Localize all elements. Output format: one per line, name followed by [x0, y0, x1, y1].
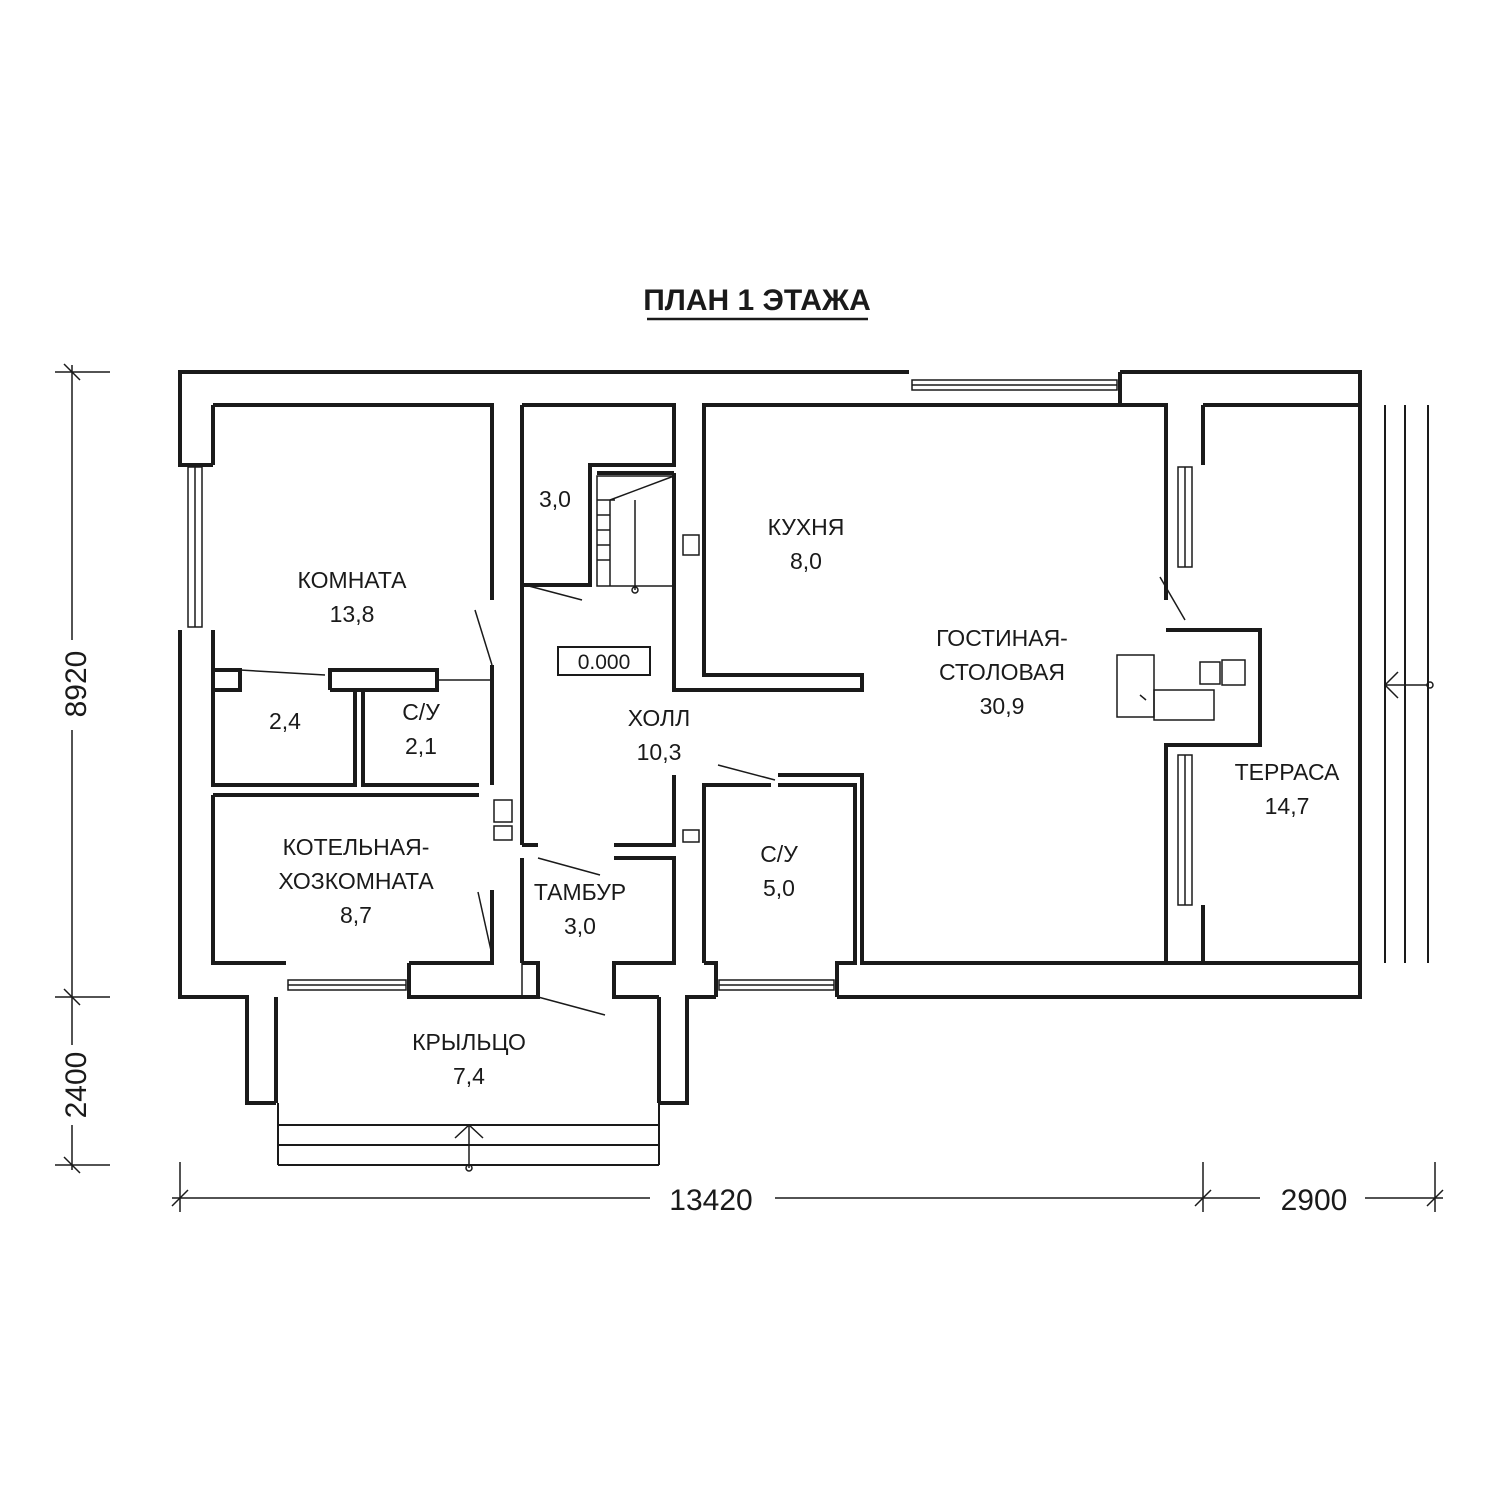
level-mark: 0.000: [578, 651, 631, 674]
room-su-large-name: С/У: [760, 841, 798, 867]
room-kotelnaya-name-1: КОТЕЛЬНАЯ-: [283, 834, 430, 860]
fireplace: [1116, 654, 1246, 721]
dim-width-terrace: 2900: [1281, 1184, 1348, 1217]
room-kukhnya-name: КУХНЯ: [768, 514, 845, 540]
room-tambur-area: 3,0: [564, 913, 596, 939]
window-su: [718, 979, 835, 991]
door-swings: [239, 576, 1186, 1016]
window-top: [911, 379, 1118, 391]
dim-height-porch: 2400: [60, 1052, 93, 1119]
room-su-large-area: 5,0: [763, 875, 795, 901]
window-living-2: [1177, 754, 1193, 906]
dim-height-main: 8920: [60, 651, 93, 718]
terrace-steps: [1383, 405, 1434, 963]
room-kholl-name: ХОЛЛ: [628, 705, 690, 731]
level-mark-box: [557, 646, 651, 676]
window-kotelnaya: [287, 979, 407, 991]
room-komnata-area: 13,8: [330, 601, 375, 627]
vent-shafts: [493, 534, 700, 843]
exterior-walls: [178, 370, 1362, 1105]
room-komnata-name: КОМНАТА: [298, 567, 408, 593]
stair: [596, 475, 675, 594]
room-terrasa-area: 14,7: [1265, 793, 1310, 819]
window-komnata: [187, 466, 203, 628]
room-kukhnya-area: 8,0: [790, 548, 822, 574]
windows: [187, 379, 1193, 991]
room-kotelnaya-name-2: ХОЗКОМНАТА: [278, 868, 434, 894]
room-gostinaya-name-1: ГОСТИНАЯ-: [936, 625, 1068, 651]
plan-title: ПЛАН 1 ЭТАЖА: [643, 284, 871, 317]
window-living-1: [1177, 466, 1193, 568]
horizontal-dimension: [171, 1162, 1444, 1216]
room-su-small-area: 2,1: [405, 733, 437, 759]
porch-steps: [277, 1103, 660, 1172]
room-krylco-area: 7,4: [453, 1063, 485, 1089]
room-tambur-name: ТАМБУР: [534, 879, 626, 905]
room-kotelnaya-area: 8,7: [340, 902, 372, 928]
room-su-small-name: С/У: [402, 699, 440, 725]
vertical-dimension: [55, 363, 110, 1174]
room-terrasa-name: ТЕРРАСА: [1235, 759, 1340, 785]
room-gostinaya-area: 30,9: [980, 693, 1025, 719]
dim-width-main: 13420: [669, 1184, 752, 1217]
room-krylco-name: КРЫЛЬЦО: [412, 1029, 526, 1055]
room-labels: КОМНАТА 13,8 3,0 КУХНЯ 8,0 ГОСТИНАЯ- СТО…: [269, 486, 1340, 1089]
interior-walls: [211, 403, 1360, 999]
room-closet-area: 2,4: [269, 708, 301, 734]
room-gostinaya-name-2: СТОЛОВАЯ: [939, 659, 1065, 685]
room-storage-area: 3,0: [539, 486, 571, 512]
room-kholl-area: 10,3: [637, 739, 682, 765]
